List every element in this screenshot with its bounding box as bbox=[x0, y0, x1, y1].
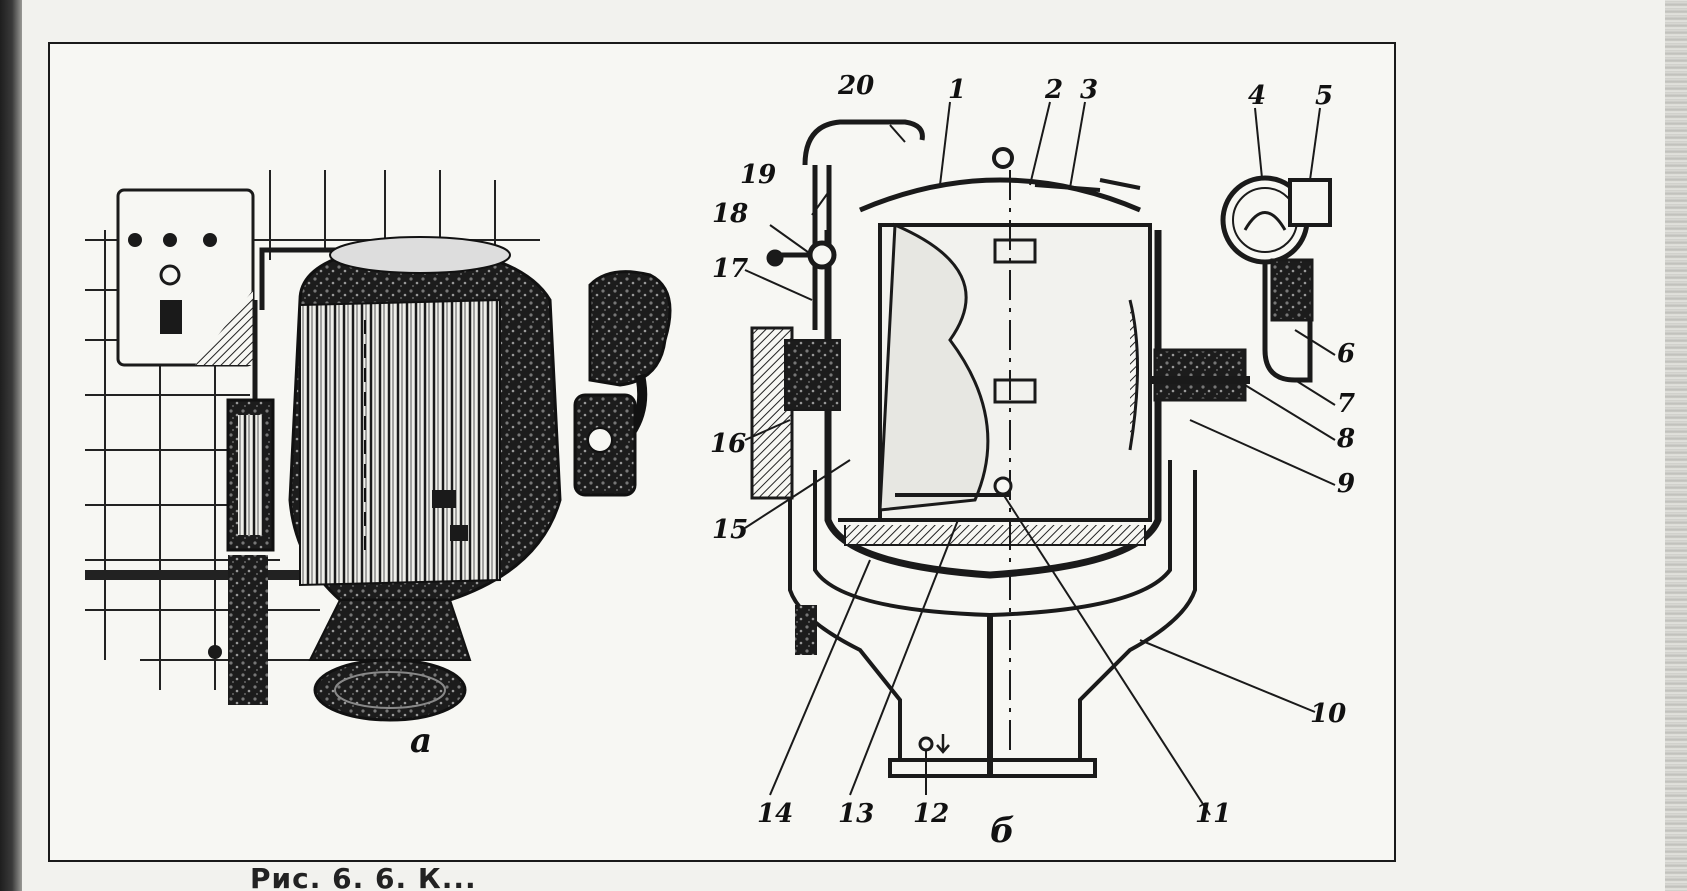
leader-lines bbox=[744, 101, 1336, 816]
callout-17: 17 bbox=[712, 254, 748, 284]
scan-edge-left bbox=[0, 0, 22, 891]
callout-3: 3 bbox=[1080, 75, 1098, 105]
outer-housing bbox=[788, 460, 1197, 778]
kettle-perspective-view bbox=[85, 170, 672, 722]
callout-18: 18 bbox=[712, 199, 748, 229]
callout-2: 2 bbox=[1044, 75, 1063, 105]
bottom-fittings bbox=[895, 476, 1013, 754]
callout-11: 11 bbox=[1195, 799, 1231, 829]
callout-5: 5 bbox=[1315, 81, 1333, 111]
callout-12: 12 bbox=[913, 799, 949, 829]
callout-labels: 1 2 3 4 5 6 7 8 9 10 11 12 13 14 15 16 1… bbox=[710, 71, 1355, 829]
figure-caption: Рис. 6. 6. К... bbox=[250, 862, 477, 891]
kettle-body bbox=[288, 236, 562, 602]
callout-20: 20 bbox=[837, 71, 874, 101]
callout-6: 6 bbox=[1337, 339, 1355, 369]
control-panel bbox=[116, 188, 255, 367]
callout-14: 14 bbox=[757, 799, 793, 829]
steam-jacket bbox=[824, 230, 1162, 579]
lid bbox=[859, 147, 1141, 213]
callout-15: 15 bbox=[712, 515, 748, 545]
callout-19: 19 bbox=[740, 160, 776, 190]
callout-9: 9 bbox=[1337, 469, 1355, 499]
callout-4: 4 bbox=[1248, 81, 1266, 111]
left-mount-block bbox=[750, 326, 841, 655]
side-cabinet bbox=[208, 398, 275, 705]
right-valve-assembly bbox=[1128, 175, 1332, 451]
kettle-pedestal bbox=[308, 599, 472, 722]
callout-1: 1 bbox=[948, 75, 966, 105]
callout-10: 10 bbox=[1310, 699, 1346, 729]
callout-7: 7 bbox=[1337, 389, 1355, 419]
sub-label-a: a bbox=[410, 721, 432, 761]
callout-13: 13 bbox=[838, 799, 874, 829]
scan-edge-right bbox=[1665, 0, 1687, 891]
callout-8: 8 bbox=[1336, 424, 1355, 454]
callout-16: 16 bbox=[710, 429, 746, 459]
kettle-cross-section: 1 2 3 4 5 6 7 8 9 10 11 12 13 14 15 16 1… bbox=[710, 71, 1355, 829]
inner-vessel bbox=[878, 170, 1152, 770]
motor-valve-assembly bbox=[573, 270, 672, 497]
sub-label-b: б bbox=[990, 811, 1015, 851]
